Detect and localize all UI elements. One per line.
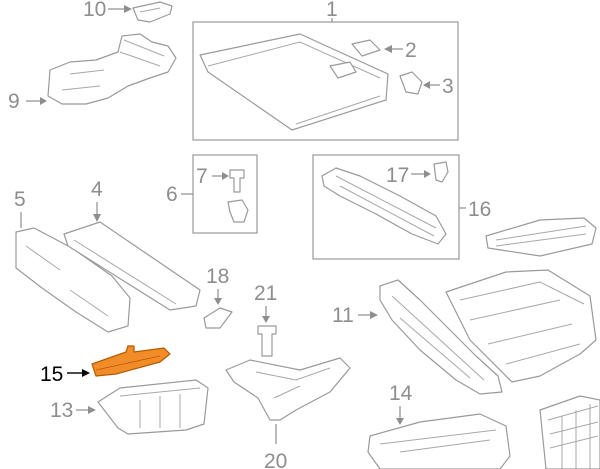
part-9-duct[interactable]	[47, 33, 177, 105]
part-floor-tub[interactable]	[445, 269, 597, 383]
callout-5-label: 5	[14, 188, 26, 211]
part-18-plug[interactable]	[203, 307, 233, 329]
part-8-hook[interactable]	[227, 199, 249, 223]
callout-18: 18	[206, 265, 229, 305]
part-21-fastener[interactable]	[257, 325, 277, 357]
callout-16-label: 16	[468, 198, 491, 221]
callout-13: 13	[50, 399, 96, 422]
callout-14-label: 14	[389, 382, 413, 405]
callout-20: 20	[264, 424, 287, 469]
callout-1: 1	[326, 0, 338, 22]
callout-21-label: 21	[254, 282, 277, 305]
callout-17-label: 17	[386, 164, 409, 187]
part-floor-mat-right[interactable]	[485, 217, 597, 257]
callout-7-label: 7	[196, 165, 208, 188]
part-11-quarter-trim[interactable]	[379, 279, 503, 395]
part-14-storage-tray[interactable]	[367, 413, 511, 469]
callout-6-label: 6	[166, 183, 178, 206]
part-4-panel[interactable]	[63, 221, 201, 311]
callout-17: 17	[386, 164, 431, 187]
callout-15-label: 15	[40, 363, 63, 386]
part-13-tray[interactable]	[97, 379, 209, 435]
callout-2-label: 2	[405, 39, 417, 62]
callout-11-label: 11	[332, 304, 354, 327]
callout-20-label: 20	[264, 450, 287, 469]
callout-11: 11	[332, 304, 378, 327]
callout-9: 9	[8, 90, 47, 113]
part-5-side-trim[interactable]	[15, 227, 131, 333]
part-3-hook[interactable]	[399, 71, 423, 95]
callout-4: 4	[91, 178, 103, 222]
part-1-deck-board[interactable]	[199, 33, 389, 131]
part-15-edge	[95, 355, 161, 371]
callout-10-label: 10	[83, 0, 106, 21]
callout-21: 21	[254, 282, 277, 323]
group-frame-1	[192, 21, 459, 141]
callout-16: 16	[459, 198, 491, 221]
callout-14: 14	[389, 382, 413, 425]
callout-5: 5	[14, 188, 26, 228]
callout-1-label: 1	[326, 0, 338, 21]
callout-3: 3	[423, 75, 454, 98]
part-2-clip[interactable]	[351, 39, 381, 57]
group-frame-16	[312, 154, 460, 260]
callout-9-label: 9	[8, 90, 20, 113]
part-20-bracket[interactable]	[225, 357, 351, 421]
part-15-trim-cover[interactable]	[91, 345, 171, 377]
callout-15: 15	[40, 363, 90, 386]
callout-3-label: 3	[442, 75, 454, 98]
callout-18-label: 18	[206, 265, 229, 288]
callout-10: 10	[83, 0, 132, 21]
callout-7: 7	[196, 165, 229, 188]
part-10-bracket[interactable]	[132, 1, 173, 23]
part-storage-crate[interactable]	[539, 395, 600, 469]
callout-6: 6	[166, 183, 193, 206]
callout-4-label: 4	[91, 178, 103, 201]
part-17-clip[interactable]	[433, 161, 449, 183]
callout-13-label: 13	[50, 399, 73, 422]
part-15-shape	[91, 345, 171, 377]
part-7-bolt[interactable]	[229, 169, 245, 193]
callout-2: 2	[384, 39, 417, 62]
part-16-scuff-plate[interactable]	[321, 167, 447, 245]
